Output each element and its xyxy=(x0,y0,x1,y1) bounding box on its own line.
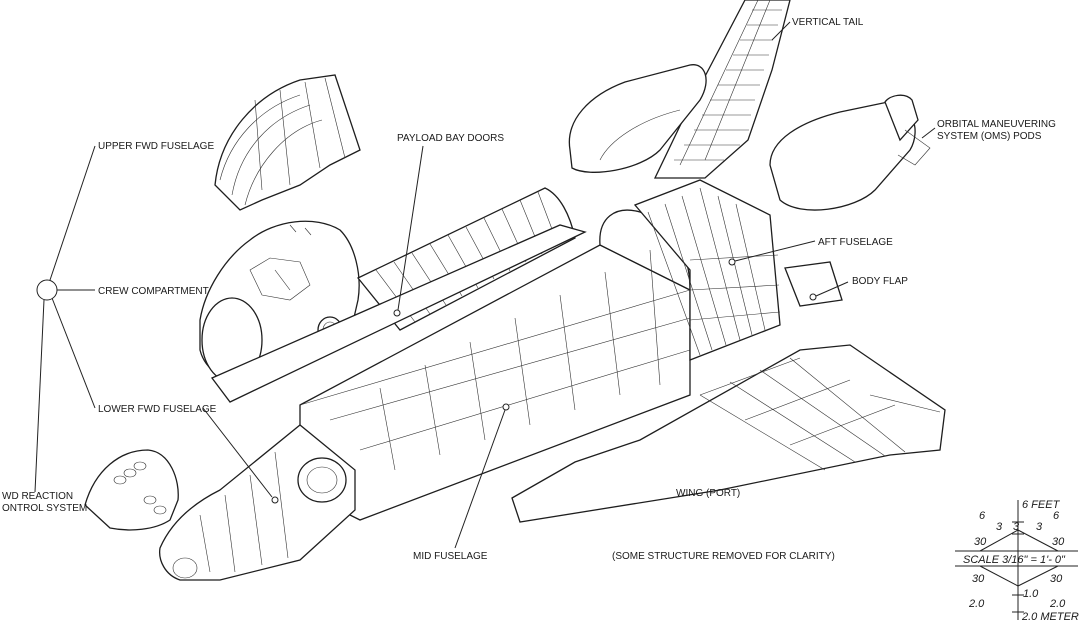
label-wing-port: WING (PORT) xyxy=(676,488,740,499)
label-vertical-tail: VERTICAL TAIL xyxy=(792,17,864,28)
scale-upper-left-3: 3 xyxy=(996,521,1003,533)
scale-upper-left-30: 30 xyxy=(974,536,987,548)
scale-lower-left-2: 2.0 xyxy=(968,598,985,610)
scale-upper-right-3: 3 xyxy=(1036,521,1043,533)
scale-upper-right-30: 30 xyxy=(1052,536,1065,548)
vertical-tail xyxy=(653,0,791,179)
fwd-rcs-module xyxy=(84,449,179,531)
scale-upper-right-6: 6 xyxy=(1053,510,1060,522)
label-crew-compartment: CREW COMPARTMENT xyxy=(98,286,209,297)
scale-feet-label: 6 FEET xyxy=(1022,499,1061,511)
scale-upper-left-6: 6 xyxy=(979,510,986,522)
label-aft-fuselage: AFT FUSELAGE xyxy=(818,237,893,248)
label-rcs-line2: ONTROL SYSTEM xyxy=(2,503,87,514)
label-body-flap: BODY FLAP xyxy=(852,276,908,287)
label-note: (SOME STRUCTURE REMOVED FOR CLARITY) xyxy=(612,551,835,562)
label-oms-line2: SYSTEM (OMS) PODS xyxy=(937,131,1042,142)
label-payload-bay-doors: PAYLOAD BAY DOORS xyxy=(397,133,504,144)
callout-hub xyxy=(34,145,96,493)
scale-meter-label: 2.0 METER xyxy=(1021,611,1079,623)
label-oms-line1: ORBITAL MANEUVERING xyxy=(937,119,1056,130)
callout-labels: VERTICAL TAIL ORBITAL MANEUVERING SYSTEM… xyxy=(2,17,1056,562)
body-flap xyxy=(784,261,843,307)
lower-fwd-fuselage xyxy=(159,424,356,581)
scale-lower-right-2: 2.0 xyxy=(1049,598,1066,610)
scale-lower-mid-1: 1.0 xyxy=(1023,588,1039,600)
scale-indicator: 6 FEET 6 6 3 3 3 30 30 SCALE 3/16" = 1'-… xyxy=(955,499,1079,623)
label-upper-fwd-fuselage: UPPER FWD FUSELAGE xyxy=(98,141,214,152)
aft-fuselage xyxy=(633,179,781,361)
label-rcs-line1: WD REACTION xyxy=(2,491,73,502)
wing-port xyxy=(511,344,946,523)
label-lower-fwd-fuselage: LOWER FWD FUSELAGE xyxy=(98,404,217,415)
scale-upper-mid-3: 3 xyxy=(1013,521,1020,533)
label-mid-fuselage: MID FUSELAGE xyxy=(413,551,488,562)
scale-lower-right-30: 30 xyxy=(1050,573,1063,585)
callout-hub-circle xyxy=(36,279,58,301)
oms-pod-left xyxy=(568,64,707,173)
upper-fwd-fuselage xyxy=(214,74,361,211)
leader-lines xyxy=(202,21,936,549)
scale-text: SCALE 3/16" = 1'- 0" xyxy=(963,554,1066,566)
oms-pod-right xyxy=(769,94,931,211)
scale-lower-left-30: 30 xyxy=(972,573,985,585)
